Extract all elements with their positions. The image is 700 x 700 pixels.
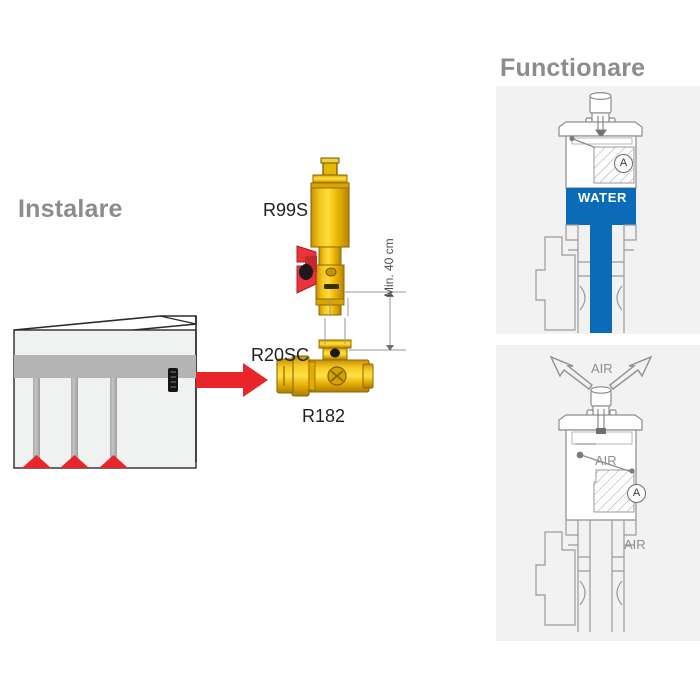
air-vent-assembly-r99s bbox=[310, 157, 350, 316]
flow-direction-markers bbox=[22, 455, 128, 468]
operation-panel-air bbox=[496, 345, 700, 641]
water-fill-label: WATER bbox=[578, 190, 627, 205]
dimension-label-min-height: Min. 40 cm bbox=[382, 238, 396, 297]
float-marker-a-air: A bbox=[627, 484, 646, 503]
dimension-annotation bbox=[324, 291, 406, 351]
manifold-drop-pipes bbox=[33, 378, 117, 465]
label-body-r182: R182 bbox=[302, 406, 346, 426]
float-marker-a-water: A bbox=[614, 154, 633, 173]
shutoff-valve-r20sc-handle bbox=[296, 245, 317, 294]
air-label-chamber: AIR bbox=[595, 453, 617, 468]
air-label-outlet: AIR bbox=[591, 361, 613, 376]
operation-panel-water bbox=[496, 86, 700, 334]
section-heading-operation: Functionare bbox=[500, 54, 646, 82]
manifold-cabinet bbox=[13, 315, 197, 469]
air-label-inlet: AIR bbox=[624, 537, 646, 552]
installation-direction-arrow bbox=[196, 363, 268, 397]
section-heading-install: Instalare bbox=[18, 195, 123, 223]
label-air-vent-r99s: R99S bbox=[263, 200, 309, 220]
label-shutoff-r20sc: R20SC bbox=[251, 345, 310, 365]
